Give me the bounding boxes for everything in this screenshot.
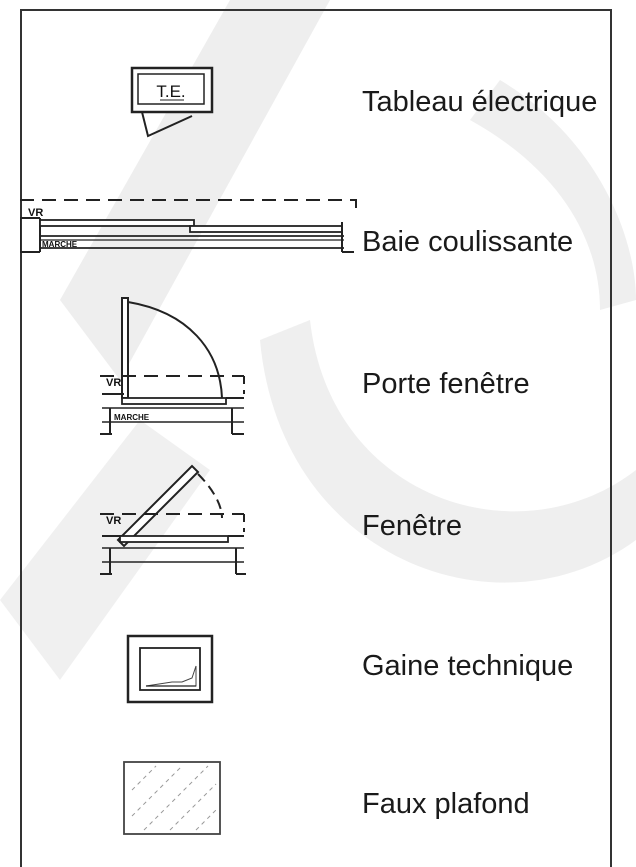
- faux-plafond-label: Faux plafond: [362, 788, 530, 820]
- porte-marche-text: MARCHE: [114, 413, 150, 422]
- baie-coulissante-symbol: VR MARCHE: [20, 199, 357, 253]
- gaine-technique-label: Gaine technique: [362, 650, 574, 682]
- porte-fenetre-symbol: VR MARCHE: [100, 297, 245, 435]
- frame-left: [20, 9, 22, 867]
- fenetre-vr-text: VR: [106, 515, 121, 527]
- frame-right: [610, 9, 612, 867]
- tableau-electrique-label: Tableau électrique: [362, 86, 598, 118]
- gaine-technique-symbol: [126, 634, 214, 704]
- frame-top: [20, 9, 612, 11]
- baie-vr-text: VR: [28, 207, 43, 219]
- tableau-symbol-text: T.E.: [156, 82, 185, 101]
- fenetre-label: Fenêtre: [362, 510, 462, 542]
- porte-fenetre-label: Porte fenêtre: [362, 368, 530, 400]
- baie-coulissante-label: Baie coulissante: [362, 226, 574, 258]
- porte-vr-text: VR: [106, 377, 121, 389]
- baie-marche-text: MARCHE: [42, 240, 78, 249]
- fenetre-symbol: VR: [100, 464, 246, 575]
- tableau-electrique-symbol: T.E.: [130, 66, 214, 138]
- faux-plafond-symbol: [123, 761, 221, 835]
